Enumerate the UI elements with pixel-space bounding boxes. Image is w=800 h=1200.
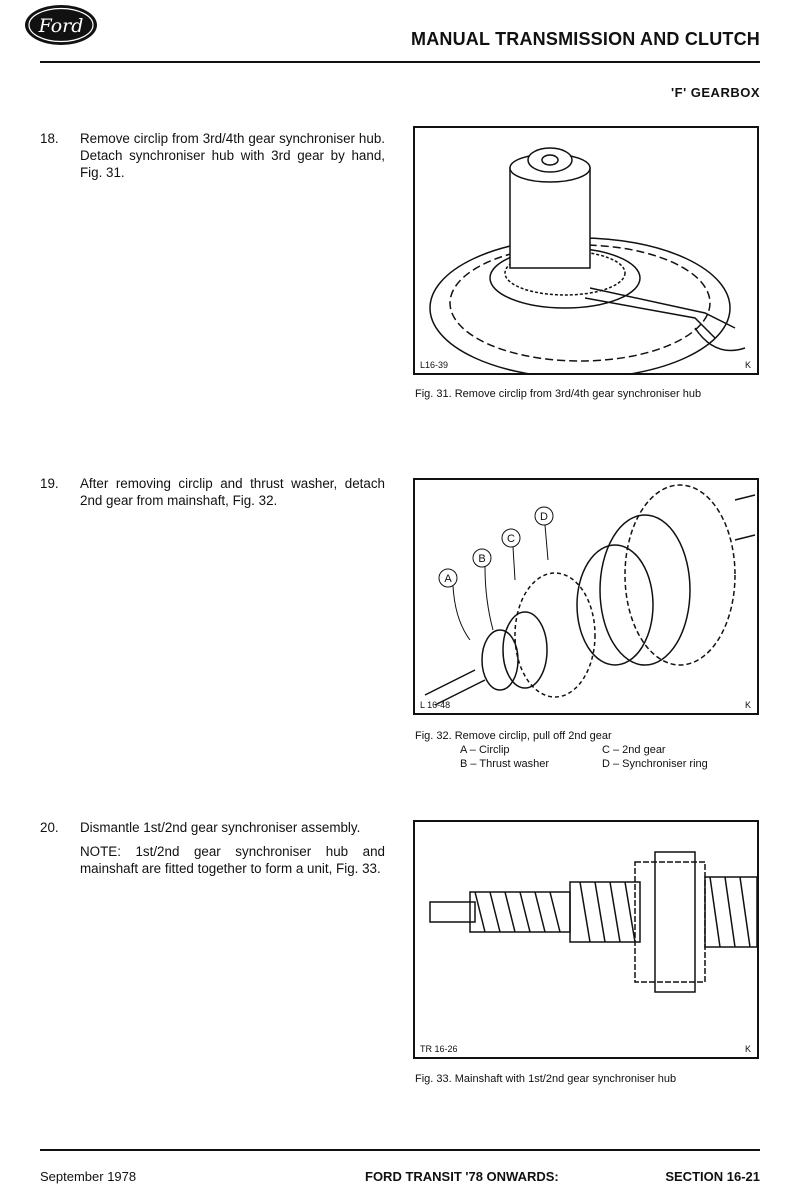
callout-a: A bbox=[438, 568, 471, 641]
footer-section: SECTION 16-21 bbox=[665, 1169, 760, 1184]
legend-d: D – Synchroniser ring bbox=[602, 758, 708, 770]
step-note: NOTE: 1st/2nd gear synchroniser hub and … bbox=[80, 844, 385, 876]
figure-31-caption: Fig. 31. Remove circlip from 3rd/4th gea… bbox=[415, 388, 702, 400]
svg-text:D: D bbox=[540, 511, 548, 523]
footer-rule bbox=[40, 1149, 760, 1151]
figure-code: L 16-48 bbox=[420, 700, 451, 710]
legend-a: A – Circlip bbox=[460, 744, 510, 756]
figure-31: L16-39 K bbox=[413, 126, 759, 375]
ford-logo: Ford bbox=[25, 5, 97, 45]
callout-b: B bbox=[472, 548, 494, 631]
step-text: After removing circlip and thrust washer… bbox=[80, 476, 385, 508]
figure-33-caption: Fig. 33. Mainshaft with 1st/2nd gear syn… bbox=[415, 1073, 677, 1085]
step-number: 18. bbox=[40, 131, 59, 146]
svg-text:A: A bbox=[444, 573, 452, 585]
callout-d: D bbox=[534, 506, 554, 561]
figure-33: TR 16-26 K bbox=[413, 820, 759, 1059]
figure-mark: K bbox=[744, 700, 751, 710]
svg-text:C: C bbox=[507, 533, 515, 545]
figure-code: TR 16-26 bbox=[420, 1044, 458, 1054]
step-number: 19. bbox=[40, 476, 59, 491]
figure-32: A B C D L 16-48 K bbox=[413, 478, 759, 715]
mainshaft-illustration bbox=[429, 851, 757, 993]
callout-c: C bbox=[501, 528, 521, 581]
svg-text:Ford: Ford bbox=[38, 15, 84, 37]
footer-publication: FORD TRANSIT '78 ONWARDS: bbox=[365, 1169, 559, 1184]
step-text: Remove circlip from 3rd/4th gear synchro… bbox=[80, 131, 385, 180]
figure-mark: K bbox=[744, 360, 751, 370]
figure-code: L16-39 bbox=[420, 360, 449, 370]
figure-mark: K bbox=[744, 1044, 751, 1054]
legend-c: C – 2nd gear bbox=[602, 744, 666, 756]
step-text: Dismantle 1st/2nd gear synchroniser asse… bbox=[80, 820, 361, 835]
header-rule bbox=[40, 61, 760, 63]
step-18: 18. Remove circlip from 3rd/4th gear syn… bbox=[40, 130, 385, 181]
page-subtitle: 'F' GEARBOX bbox=[671, 85, 760, 100]
legend-b: B – Thrust washer bbox=[460, 758, 550, 770]
footer-date: September 1978 bbox=[40, 1169, 137, 1184]
step-number: 20. bbox=[40, 820, 59, 835]
mainshaft-gear-illustration: A B C D bbox=[424, 484, 756, 706]
synchroniser-hub-illustration bbox=[429, 147, 746, 373]
step-20: 20. Dismantle 1st/2nd gear synchroniser … bbox=[40, 819, 385, 877]
step-19: 19. After removing circlip and thrust wa… bbox=[40, 475, 385, 509]
svg-text:B: B bbox=[478, 553, 485, 565]
figure-32-caption: Fig. 32. Remove circlip, pull off 2nd ge… bbox=[415, 730, 612, 742]
page-title: MANUAL TRANSMISSION AND CLUTCH bbox=[411, 29, 760, 49]
